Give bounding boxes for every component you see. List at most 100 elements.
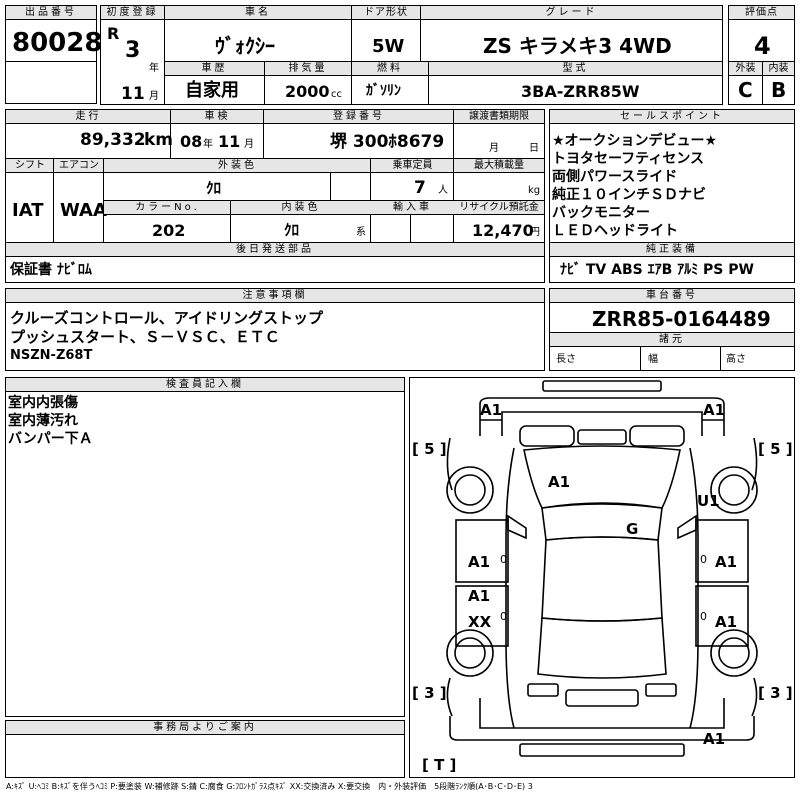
registration-label: 登録番号 xyxy=(264,110,454,124)
displacement-unit: cc xyxy=(331,89,342,100)
displacement-cell: 排気量 2000 cc xyxy=(264,61,352,105)
chassis-value: ZRR85-0164489 xyxy=(592,307,771,331)
max-load-unit: kg xyxy=(528,185,541,196)
history-value: 自家用 xyxy=(185,80,239,101)
inspector-line: バンパー下Ａ xyxy=(8,431,93,447)
zero-mark: 0 xyxy=(500,610,507,623)
mark-front-right: A1 xyxy=(703,401,726,419)
later-parts-value: 保証書 ﾅﾋﾞﾛﾑ xyxy=(10,262,92,278)
zero-mark: 0 xyxy=(700,610,707,623)
car-name-label: 車名 xyxy=(165,6,351,20)
inspection-year-unit: 年 xyxy=(203,139,213,150)
lot-blank-cell xyxy=(5,61,97,104)
mark-hood: A1 xyxy=(548,473,571,491)
model-cell: 型式 3BA-ZRR85W xyxy=(428,61,723,105)
sales-points-cell: セールスポイント ★オークションデビュー★ トヨタセーフティセンス 両側パワース… xyxy=(549,109,795,283)
model-label: 型式 xyxy=(429,62,722,76)
first-registration-label: 初度登録 xyxy=(101,6,164,20)
tire-spare: [ T ] xyxy=(422,756,457,774)
specs-height: 高さ xyxy=(726,354,746,365)
inspection-year: 08 xyxy=(180,132,203,151)
chassis-label: 車台番号 xyxy=(550,289,794,303)
office-cell: 事務局よりご案内 xyxy=(5,720,405,778)
car-name-cell: 車名 ｳﾞｫｸｼｰ xyxy=(164,5,352,62)
inspector-label: 検査員記入欄 xyxy=(6,378,404,392)
first-reg-year-unit: 年 xyxy=(149,63,159,74)
later-parts-label: 後日発送部品 xyxy=(6,243,544,257)
mileage-label: 走行 xyxy=(6,110,171,124)
lot-number-label: 出品番号 xyxy=(6,6,96,20)
first-reg-month-unit: 月 xyxy=(149,91,159,102)
inspection-month-unit: 月 xyxy=(244,139,254,150)
recycle-label: リサイクル預託金 xyxy=(454,201,544,215)
door-value: 5W xyxy=(372,36,405,57)
sales-point-item: 両側パワースライド xyxy=(552,169,678,185)
specs-width: 幅 xyxy=(648,354,658,365)
lot-number-cell: 出品番号 80028 xyxy=(5,5,102,62)
mark-rear: A1 xyxy=(703,730,726,748)
capacity-unit: 人 xyxy=(438,185,448,196)
history-label: 車歴 xyxy=(165,62,264,76)
int-color-label: 内装色 xyxy=(231,201,371,215)
notes-line: クルーズコントロール、アイドリングストップ xyxy=(10,309,324,327)
sales-point-item: トヨタセーフティセンス xyxy=(552,151,705,167)
score-value: 4 xyxy=(754,32,771,60)
spec-block: 走行 車検 登録番号 譲渡書類期限 89,332 km 08 年 11 月 堺 … xyxy=(5,109,545,283)
capacity-label: 乗車定員 xyxy=(371,159,454,173)
notes-label: 注意事項欄 xyxy=(6,289,544,303)
sales-point-item: バックモニター xyxy=(552,205,650,221)
tire-rl: [ 3 ] xyxy=(412,684,447,702)
mileage-value: 89,332 xyxy=(80,130,146,150)
aircon-value: WAA xyxy=(60,200,107,221)
displacement-label: 排気量 xyxy=(265,62,351,76)
interior-grade-value: B xyxy=(771,78,787,102)
tire-fr: [ 5 ] xyxy=(758,440,793,458)
grade-value: ZS キラメキ3 4WD xyxy=(483,34,672,58)
fuel-cell: 燃料 ｶﾞｿﾘﾝ xyxy=(351,61,429,105)
car-outline xyxy=(446,380,758,757)
sales-point-item: ★オークションデビュー★ xyxy=(552,133,718,149)
inspector-line: 室内薄汚れ xyxy=(8,413,78,429)
int-color-unit: 系 xyxy=(356,227,366,238)
sales-point-item: 純正１０インチＳＤナビ xyxy=(552,187,706,203)
exterior-grade-value: C xyxy=(738,78,753,102)
inspection-month: 11 xyxy=(218,132,241,151)
transfer-day-unit: 日 xyxy=(529,143,539,154)
door-label: ドア形状 xyxy=(352,6,420,20)
score-label: 評価点 xyxy=(729,6,794,20)
first-registration-cell: 初度登録 R 3 年 11 月 xyxy=(100,5,165,105)
registration-value: 堺 300ﾎ8679 xyxy=(330,132,445,152)
color-no-value: 202 xyxy=(152,221,186,240)
inspection-label: 車検 xyxy=(171,110,264,124)
aircon-label: エアコン xyxy=(54,159,104,173)
mark-left-rear-door: A1 xyxy=(468,587,491,605)
ext-color-label: 外装色 xyxy=(104,159,371,173)
score-cell: 評価点 4 xyxy=(728,5,795,62)
fuel-value: ｶﾞｿﾘﾝ xyxy=(366,83,401,99)
import-label: 輸入車 xyxy=(371,201,454,215)
exterior-grade-cell: 外装 C xyxy=(728,61,763,105)
genuine-value: ﾅﾋﾞ TV ABS ｴｱB ｱﾙﾐ PS PW xyxy=(560,262,754,278)
grade-cell: グレード ZS キラメキ3 4WD xyxy=(420,5,723,62)
shift-value: IAT xyxy=(12,200,44,221)
interior-grade-cell: 内装 B xyxy=(762,61,795,105)
grade-label: グレード xyxy=(421,6,722,20)
displacement-value: 2000 xyxy=(285,82,330,101)
zero-mark: 0 xyxy=(500,553,507,566)
car-name-value: ｳﾞｫｸｼｰ xyxy=(215,34,275,58)
mileage-unit: km xyxy=(144,130,174,150)
color-no-label: カラーNo. xyxy=(104,201,231,215)
specs-length: 長さ xyxy=(556,354,576,365)
model-value: 3BA-ZRR85W xyxy=(521,82,640,101)
mark-right-fender: U1 xyxy=(697,492,720,510)
recycle-value: 12,470 xyxy=(472,221,534,240)
int-color-value: ｸﾛ xyxy=(284,221,300,239)
inspector-line: 室内内張傷 xyxy=(8,395,78,411)
sales-point-item: ＬＥＤヘッドライト xyxy=(552,223,678,239)
genuine-label: 純正装備 xyxy=(550,243,794,257)
ext-color-value: ｸﾛ xyxy=(206,179,222,197)
mark-left-front-door: A1 xyxy=(468,553,491,571)
lot-number-value: 80028 xyxy=(12,28,103,58)
max-load-label: 最大積載量 xyxy=(454,159,544,173)
mark-right-rear-door: A1 xyxy=(715,613,738,631)
